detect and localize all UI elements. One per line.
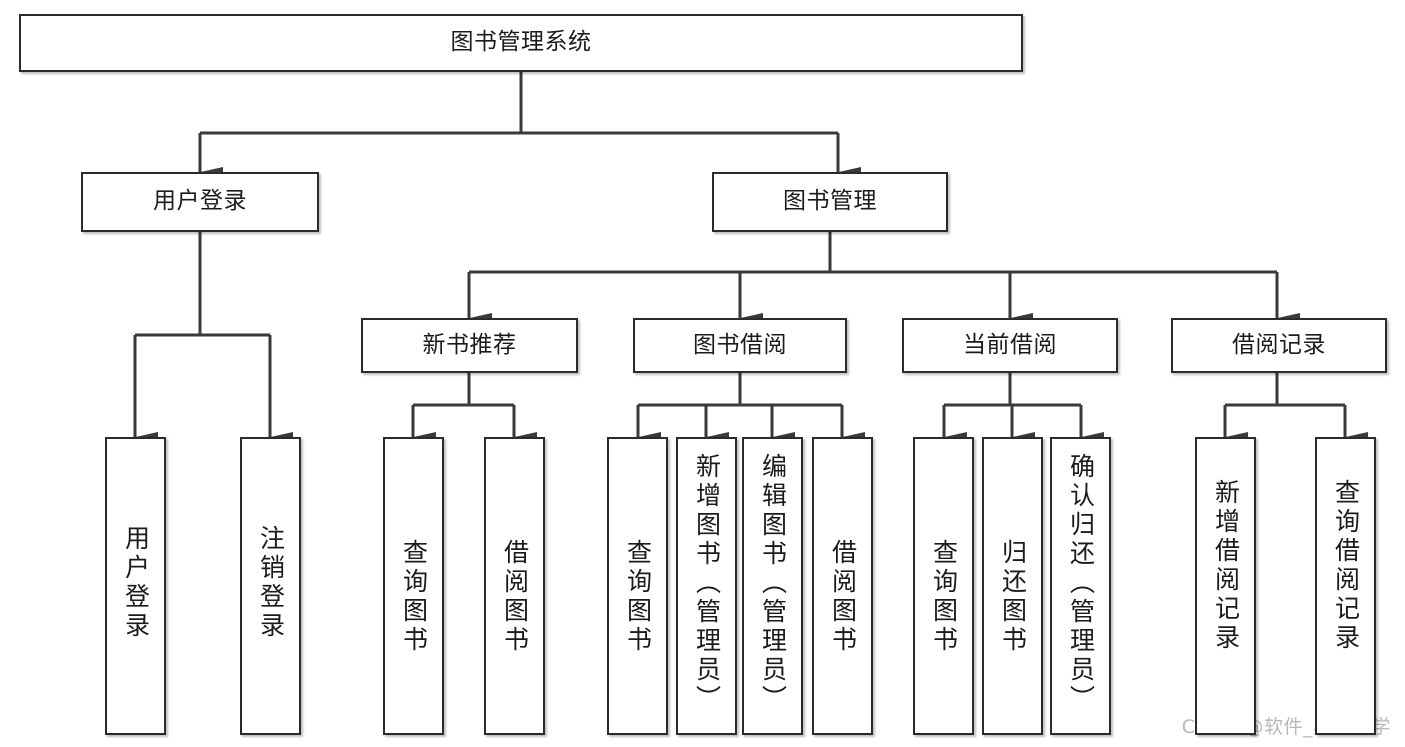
node-leaf-book-borrow-4-label: 借阅图书 [828,539,858,655]
node-leaf-current-borrow-1-label: 查询图书 [929,539,959,655]
node-leaf-book-borrow-2[interactable]: 新增图书（管理员） [676,437,737,735]
node-book-manage[interactable]: 图书管理 [712,172,948,232]
node-leaf-new-book-2[interactable]: 借阅图书 [484,437,545,735]
node-leaf-book-borrow-3[interactable]: 编辑图书（管理员） [742,437,803,735]
node-current-borrow[interactable]: 当前借阅 [902,318,1118,373]
node-leaf-borrow-record-2[interactable]: 查询借阅记录 [1315,437,1376,735]
node-book-borrow-label: 图书借阅 [693,331,787,358]
node-leaf-new-book-1[interactable]: 查询图书 [383,437,444,735]
node-leaf-new-book-1-label: 查询图书 [399,539,429,655]
node-new-book-recommend[interactable]: 新书推荐 [361,318,578,373]
node-leaf-book-borrow-3-label: 编辑图书（管理员） [758,453,788,714]
node-leaf-current-borrow-3-label: 确认归还（管理员） [1066,453,1096,714]
node-leaf-borrow-record-1-label: 新增借阅记录 [1211,479,1241,653]
node-leaf-user-login-2[interactable]: 注销登录 [240,437,301,735]
node-leaf-book-borrow-1-label: 查询图书 [623,539,653,655]
node-leaf-user-login-1[interactable]: 用户登录 [105,437,166,735]
node-leaf-book-borrow-2-label: 新增图书（管理员） [692,453,722,714]
node-user-login-label: 用户登录 [153,188,247,215]
node-leaf-user-login-2-label: 注销登录 [256,525,286,641]
node-current-borrow-label: 当前借阅 [963,331,1057,358]
node-user-login[interactable]: 用户登录 [81,172,319,232]
node-leaf-borrow-record-1[interactable]: 新增借阅记录 [1195,437,1256,735]
node-borrow-record-label: 借阅记录 [1232,331,1326,358]
node-borrow-record[interactable]: 借阅记录 [1171,318,1387,373]
node-leaf-user-login-1-label: 用户登录 [121,525,151,641]
node-leaf-book-borrow-1[interactable]: 查询图书 [607,437,668,735]
node-leaf-current-borrow-1[interactable]: 查询图书 [913,437,974,735]
node-leaf-borrow-record-2-label: 查询借阅记录 [1331,479,1361,653]
node-leaf-current-borrow-2-label: 归还图书 [998,539,1028,655]
node-new-book-recommend-label: 新书推荐 [422,331,517,358]
node-root[interactable]: 图书管理系统 [19,14,1023,72]
node-root-label: 图书管理系统 [450,29,592,56]
node-leaf-new-book-2-label: 借阅图书 [500,539,530,655]
node-book-borrow[interactable]: 图书借阅 [633,318,847,373]
node-leaf-book-borrow-4[interactable]: 借阅图书 [812,437,873,735]
node-leaf-current-borrow-3[interactable]: 确认归还（管理员） [1050,437,1111,735]
node-book-manage-label: 图书管理 [783,188,877,215]
node-leaf-current-borrow-2[interactable]: 归还图书 [982,437,1043,735]
